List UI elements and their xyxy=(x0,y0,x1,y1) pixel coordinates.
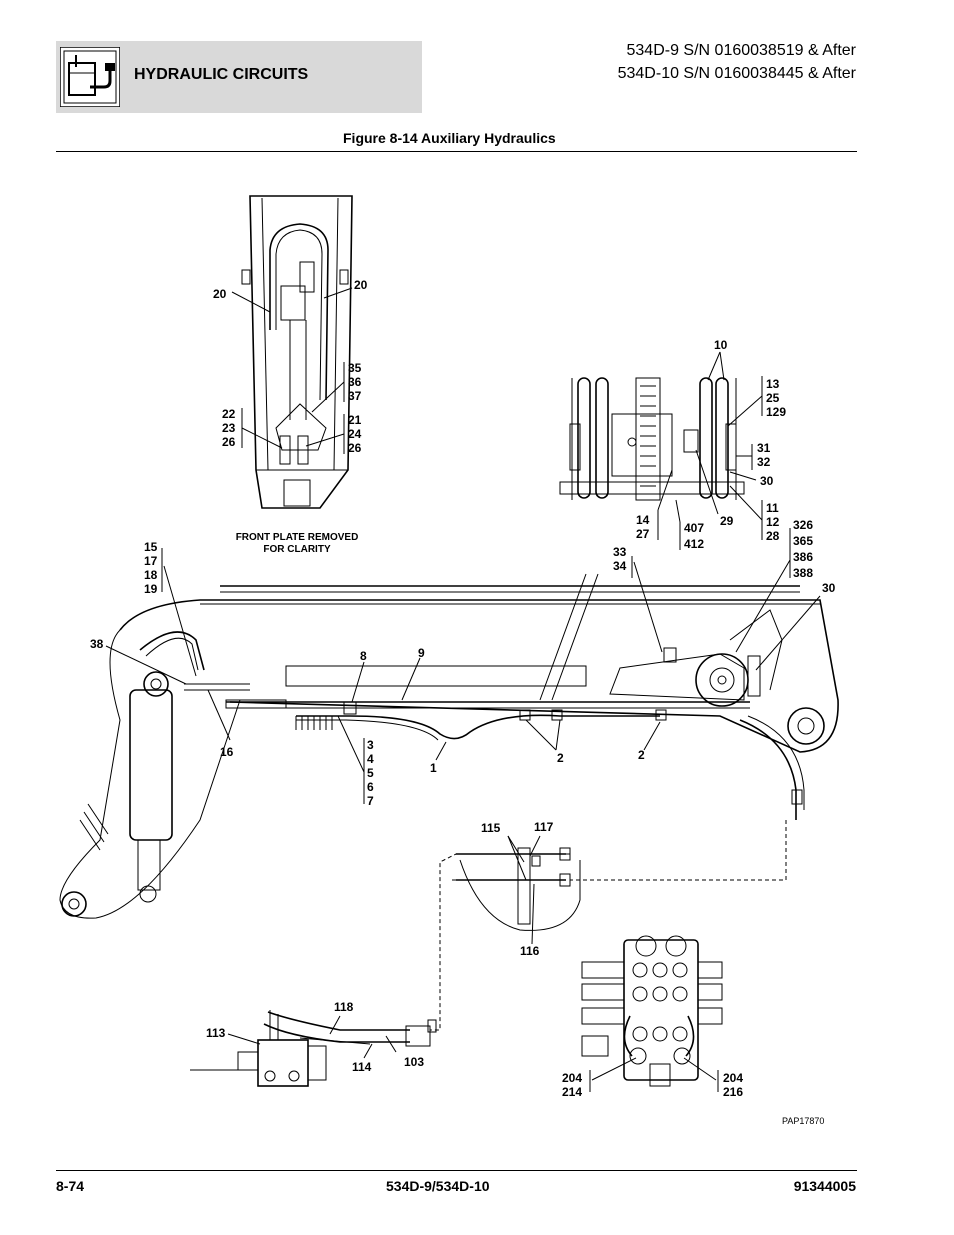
callout-2-right: 2 xyxy=(638,748,645,762)
front-plate-note-line-1: FRONT PLATE REMOVED xyxy=(236,532,359,543)
callout-115: 115 xyxy=(481,821,501,835)
callout-4: 4 xyxy=(367,752,374,766)
hose-clamp-assembly xyxy=(456,847,571,925)
front-plate-note-line-2: FOR CLARITY xyxy=(263,544,331,555)
sheave-assembly xyxy=(559,377,745,501)
callout-28: 28 xyxy=(766,529,780,543)
callout-6: 6 xyxy=(367,780,374,794)
callout-103: 103 xyxy=(404,1055,424,1069)
callout-31: 31 xyxy=(757,441,771,455)
hydraulic-circuit-icon xyxy=(60,47,120,107)
callout-5: 5 xyxy=(367,766,374,780)
callout-35: 35 xyxy=(348,361,362,375)
auxiliary-valve-hoses xyxy=(190,1010,437,1087)
serial-range-534d-9: 534D-9 S/N 0160038519 & After xyxy=(626,42,857,59)
boom-head-leaders xyxy=(231,287,353,454)
illustration-code: PAP17870 xyxy=(782,1116,824,1126)
callout-36: 36 xyxy=(348,375,362,389)
callout-10: 10 xyxy=(714,338,728,352)
callout-386: 386 xyxy=(793,550,813,564)
callout-16: 16 xyxy=(220,745,234,759)
header-divider xyxy=(56,151,857,152)
callout-326: 326 xyxy=(793,518,813,532)
section-title: HYDRAULIC CIRCUITS xyxy=(134,66,309,83)
callout-365: 365 xyxy=(793,534,813,548)
control-valve-bank xyxy=(581,935,723,1087)
callout-32: 32 xyxy=(757,455,771,469)
clamp-leaders xyxy=(507,835,541,945)
callout-116: 116 xyxy=(520,944,540,958)
callout-37: 37 xyxy=(348,389,362,403)
control-valve-leaders xyxy=(589,1057,719,1092)
footer-divider xyxy=(56,1170,857,1171)
page-number: 8-74 xyxy=(56,1178,85,1194)
callout-18: 18 xyxy=(144,568,158,582)
callout-3: 3 xyxy=(367,738,374,752)
callout-27: 27 xyxy=(636,527,650,541)
boom-leaders xyxy=(105,528,821,804)
callout-26-right: 26 xyxy=(348,441,362,455)
callout-20-right: 20 xyxy=(354,278,368,292)
callout-30-boom: 30 xyxy=(822,581,836,595)
callout-2-left: 2 xyxy=(557,751,564,765)
callout-17: 17 xyxy=(144,554,158,568)
callout-12: 12 xyxy=(766,515,780,529)
serial-range-534d-10: 534D-10 S/N 0160038445 & After xyxy=(617,65,856,82)
model-designation: 534D-9/534D-10 xyxy=(386,1178,490,1194)
callout-216: 216 xyxy=(723,1085,743,1099)
callout-214: 214 xyxy=(562,1085,582,1099)
callout-33: 33 xyxy=(613,545,627,559)
callout-407: 407 xyxy=(684,521,704,535)
callout-412: 412 xyxy=(684,537,704,551)
callout-114: 114 xyxy=(352,1060,372,1074)
callout-30-sheave: 30 xyxy=(760,474,774,488)
callout-117: 117 xyxy=(534,820,554,834)
callout-20-left: 20 xyxy=(213,287,227,301)
callout-113: 113 xyxy=(206,1026,226,1040)
callout-14: 14 xyxy=(636,513,650,527)
callout-11: 11 xyxy=(766,501,779,515)
document-number: 91344005 xyxy=(793,1178,856,1194)
callout-15: 15 xyxy=(144,540,158,554)
callout-21: 21 xyxy=(348,413,362,427)
sheave-leaders xyxy=(657,351,763,550)
callout-26-left: 26 xyxy=(222,435,236,449)
callout-22: 22 xyxy=(222,407,236,421)
callout-38: 38 xyxy=(90,637,104,651)
callout-1: 1 xyxy=(430,761,437,775)
callout-204-left: 204 xyxy=(562,1071,582,1085)
callout-19: 19 xyxy=(144,582,158,596)
callout-29: 29 xyxy=(720,514,734,528)
hose-routing-dashed xyxy=(430,820,787,1031)
callout-24: 24 xyxy=(348,427,362,441)
callout-25: 25 xyxy=(766,391,780,405)
callout-8: 8 xyxy=(360,649,367,663)
boom-head-front-view xyxy=(241,195,353,509)
callout-129: 129 xyxy=(766,405,786,419)
valve-leaders xyxy=(227,1015,397,1059)
figure-title: Figure 8-14 Auxiliary Hydraulics xyxy=(343,130,556,146)
callout-204-right: 204 xyxy=(723,1071,743,1085)
callout-34: 34 xyxy=(613,559,627,573)
boom-side-view xyxy=(59,573,839,919)
callout-118: 118 xyxy=(334,1000,354,1014)
callout-13: 13 xyxy=(766,377,780,391)
callout-23: 23 xyxy=(222,421,236,435)
callout-9: 9 xyxy=(418,646,425,660)
callout-7: 7 xyxy=(367,794,374,808)
callout-388: 388 xyxy=(793,566,813,580)
